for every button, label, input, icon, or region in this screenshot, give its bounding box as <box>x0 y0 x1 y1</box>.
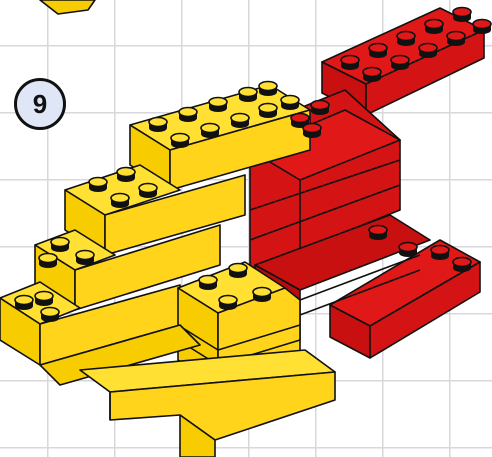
lego-stud <box>51 238 69 253</box>
lego-stud <box>399 243 417 258</box>
lego-stud <box>419 44 437 59</box>
lego-stud <box>369 44 387 59</box>
lego-stud <box>259 104 277 119</box>
lego-stud <box>231 114 249 129</box>
lego-stud <box>431 246 449 261</box>
lego-stud <box>303 124 321 139</box>
lego-stud <box>76 251 94 266</box>
lego-stud <box>171 134 189 149</box>
lego-stud <box>363 68 381 83</box>
lego-stud <box>199 276 217 291</box>
lego-stud <box>139 184 157 199</box>
lego-stud <box>253 288 271 303</box>
partial-yellow-brick <box>40 0 95 14</box>
lego-stud <box>239 88 257 103</box>
lego-stud <box>219 296 237 311</box>
lego-stud <box>341 56 359 71</box>
lego-stud <box>259 82 277 97</box>
lego-stud <box>425 20 443 35</box>
lego-stud <box>369 226 387 241</box>
lego-stud <box>453 8 471 23</box>
lego-stud <box>201 124 219 139</box>
lego-stud <box>473 20 491 35</box>
lego-stud <box>117 168 135 183</box>
lego-stud <box>391 56 409 71</box>
lego-stud <box>453 258 471 273</box>
lego-stud <box>397 32 415 47</box>
lego-stud <box>89 178 107 193</box>
lego-stud <box>41 308 59 323</box>
lego-stud <box>39 254 57 269</box>
lego-stud <box>229 264 247 279</box>
lego-stud <box>15 296 33 311</box>
lego-stud <box>209 98 227 113</box>
lego-stud <box>311 101 329 116</box>
lego-stud <box>149 118 167 133</box>
lego-stud <box>111 194 129 209</box>
lego-stud <box>447 32 465 47</box>
lego-stud <box>281 96 299 110</box>
lego-stud <box>35 292 53 307</box>
lego-stud <box>179 108 197 123</box>
